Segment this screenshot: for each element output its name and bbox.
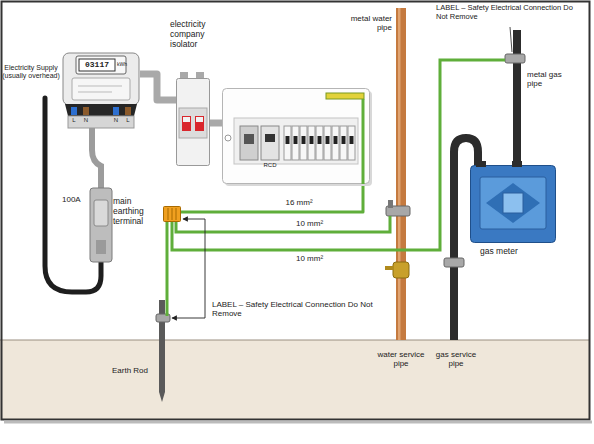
meter-tails: [140, 74, 176, 100]
water-pipe: [396, 8, 406, 340]
leader-line: [510, 27, 512, 52]
isolator-heading: electricity company isolator: [170, 20, 226, 49]
isolator-switch-shape: [176, 78, 210, 166]
terminal-heading: main earthing terminal: [113, 197, 159, 226]
valve-handle: [385, 266, 394, 270]
earthing-terminal: main earthing terminal: [163, 206, 181, 222]
earthing-conductor: [181, 186, 363, 212]
frame-shadow: [4, 421, 592, 424]
meter-tail: [92, 128, 101, 190]
terminal-letter: N: [112, 117, 120, 124]
earthing-conductor: [166, 222, 169, 316]
part-label: Earth Rod: [112, 366, 156, 375]
pipe-label: water service pipe: [374, 350, 428, 368]
cutout-base: [96, 240, 106, 254]
isolator-switch: electricity company isolator: [176, 78, 210, 166]
gas-clamp: [505, 54, 525, 63]
conductor-size: 10 mm²: [296, 254, 336, 263]
water-pipe-highlight: [398, 8, 401, 340]
warning-label: LABEL – Safety Electrical Connection Do …: [436, 4, 586, 21]
service-cutout: [90, 188, 112, 262]
electricity-meter: 03117kWhLNNL: [62, 52, 140, 128]
pipe-label: metal water pipe: [344, 14, 392, 32]
gas-service-clamp: [444, 258, 464, 267]
terminal-letter: N: [82, 117, 90, 124]
conductor-size: 16 mm²: [283, 198, 314, 207]
rcd-text: RCD: [260, 162, 280, 169]
bonding-conductor: [172, 60, 505, 250]
bonding-conductor: [176, 216, 390, 232]
meter-reading: 03117: [80, 60, 114, 69]
supply-label: Electricity Supply (usually overhead): [2, 64, 60, 80]
label-bracket: [172, 219, 205, 318]
consumer-unit-shape: [222, 88, 372, 186]
pipe-label: gas service pipe: [430, 350, 482, 368]
ground-line: [0, 340, 590, 341]
terminal-letter: L: [124, 117, 132, 124]
gas-meter-shape: [470, 165, 556, 243]
gas-meter: gas meter: [470, 165, 556, 243]
clamp-bolt: [388, 200, 393, 208]
gas-pipe: [513, 30, 521, 168]
earthing-terminal-shape: [163, 206, 181, 222]
earth-rod-tip: [159, 392, 165, 402]
stop-valve: [393, 262, 409, 278]
frame: [2, 2, 590, 420]
cutout-fuse: [94, 200, 108, 226]
consumer-unit: RCD: [222, 88, 372, 186]
terminal-letter: L: [70, 117, 78, 124]
fuse-rating: 100A: [62, 195, 88, 204]
meter-tails: [210, 120, 222, 127]
pipe-label: metal gas pipe: [527, 70, 575, 88]
warning-label: LABEL – Safety Electrical Connection Do …: [212, 300, 388, 318]
gas-meter-heading: gas meter: [480, 247, 540, 257]
ground: [0, 340, 590, 420]
conductor-size: 10 mm²: [296, 219, 336, 228]
unit-text: kWh: [117, 62, 133, 68]
